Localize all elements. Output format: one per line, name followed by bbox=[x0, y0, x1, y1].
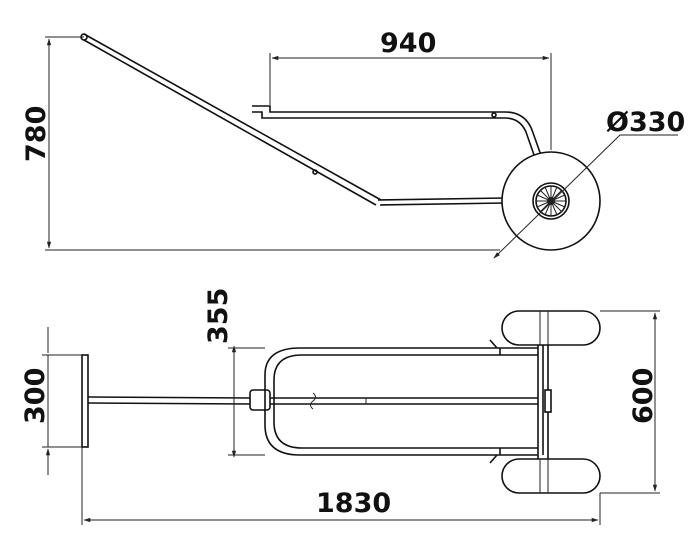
dim-side-length-label: 940 bbox=[380, 28, 436, 59]
side-view: 780 940 Ø330 bbox=[21, 28, 685, 259]
side-wheel bbox=[501, 151, 601, 251]
dim-top-wheel-track-label: 600 bbox=[628, 368, 659, 424]
dim-overall-length: 1830 bbox=[81, 447, 601, 525]
top-handle-bar bbox=[81, 354, 89, 448]
side-handle-tube bbox=[80, 33, 382, 206]
dim-top-wheel-track: 600 bbox=[600, 310, 660, 494]
top-axle bbox=[537, 339, 552, 461]
side-lower-frame bbox=[377, 197, 506, 206]
top-wheel-upper bbox=[501, 310, 601, 346]
dim-side-height-label: 780 bbox=[21, 106, 52, 162]
top-view: 300 355 600 1830 bbox=[20, 288, 660, 525]
dim-side-length: 940 bbox=[269, 28, 552, 150]
top-u-frame bbox=[264, 339, 548, 464]
dim-top-handle-width-label: 300 bbox=[20, 368, 51, 424]
dim-top-frame-width: 355 bbox=[203, 288, 265, 458]
dim-wheel-diameter-label: Ø330 bbox=[606, 107, 685, 138]
wheel-spokes bbox=[536, 186, 566, 216]
dim-top-frame-width-label: 355 bbox=[203, 288, 234, 344]
top-center-tube bbox=[87, 396, 251, 405]
top-center-connector bbox=[249, 389, 271, 411]
side-upper-frame bbox=[252, 105, 549, 176]
top-wheel-lower bbox=[501, 458, 601, 494]
dim-overall-length-label: 1830 bbox=[316, 488, 391, 519]
dim-side-height: 780 bbox=[21, 36, 500, 251]
dim-wheel-diameter: Ø330 bbox=[493, 107, 685, 259]
dim-top-handle-width: 300 bbox=[20, 327, 82, 475]
